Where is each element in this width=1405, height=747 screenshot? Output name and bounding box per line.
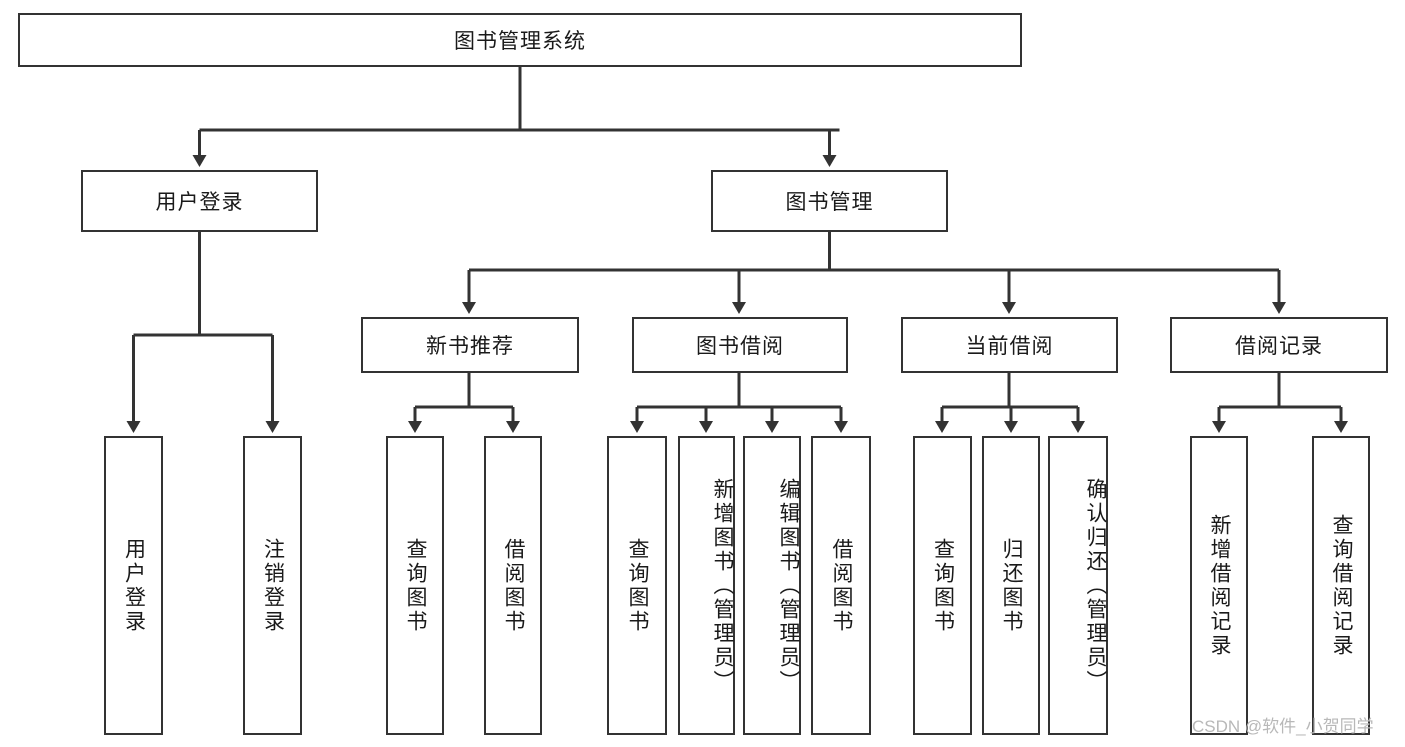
node-current-borrow[interactable]: 当前借阅 xyxy=(901,317,1118,373)
leaf-query-books[interactable]: 查询图书 xyxy=(607,436,667,735)
leaf-user-login[interactable]: 用户登录 xyxy=(104,436,163,735)
leaf-borrow-books-recommend[interactable]: 借阅图书 xyxy=(484,436,542,735)
leaf-query-books-current[interactable]: 查询图书 xyxy=(913,436,972,735)
watermark-text: CSDN @软件_小贺同学 xyxy=(1192,717,1374,736)
node-book-management[interactable]: 图书管理 xyxy=(711,170,948,232)
node-user-login[interactable]: 用户登录 xyxy=(81,170,318,232)
leaf-confirm-return-admin[interactable]: 确认归还（管理员） xyxy=(1048,436,1108,735)
leaf-add-book-admin[interactable]: 新增图书（管理员） xyxy=(678,436,735,735)
leaf-query-borrow-record[interactable]: 查询借阅记录 xyxy=(1312,436,1370,735)
leaf-edit-book-admin[interactable]: 编辑图书（管理员） xyxy=(743,436,801,735)
leaf-query-books-recommend[interactable]: 查询图书 xyxy=(386,436,444,735)
node-new-book-recommend[interactable]: 新书推荐 xyxy=(361,317,579,373)
leaf-borrow-books[interactable]: 借阅图书 xyxy=(811,436,871,735)
leaf-logout[interactable]: 注销登录 xyxy=(243,436,302,735)
node-borrow-record[interactable]: 借阅记录 xyxy=(1170,317,1388,373)
node-root[interactable]: 图书管理系统 xyxy=(18,13,1022,67)
leaf-add-borrow-record[interactable]: 新增借阅记录 xyxy=(1190,436,1248,735)
leaf-return-books[interactable]: 归还图书 xyxy=(982,436,1040,735)
node-book-borrow[interactable]: 图书借阅 xyxy=(632,317,848,373)
